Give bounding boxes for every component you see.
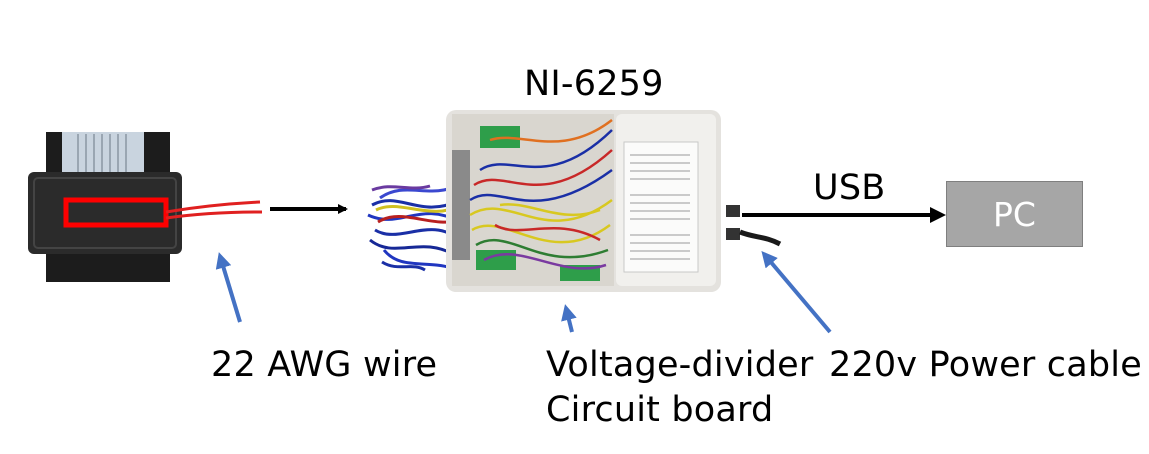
divider-label-line1: Voltage-divider bbox=[546, 345, 814, 385]
wire-pointer-arrow bbox=[215, 252, 242, 323]
daq-device-photo bbox=[446, 110, 782, 292]
daq-title: NI-6259 bbox=[524, 64, 664, 104]
wire-label: 22 AWG wire bbox=[211, 345, 438, 385]
sensor-strap-photo bbox=[28, 132, 263, 282]
power-cable-label: 220v Power cable bbox=[829, 345, 1142, 385]
sensor-highlight-box bbox=[63, 197, 169, 228]
usb-label: USB bbox=[813, 168, 886, 208]
power-pointer-arrow bbox=[761, 250, 832, 334]
pc-box: PC bbox=[946, 181, 1083, 247]
divider-label-line2: Circuit board bbox=[546, 390, 774, 430]
divider-pointer-arrow bbox=[561, 304, 577, 333]
